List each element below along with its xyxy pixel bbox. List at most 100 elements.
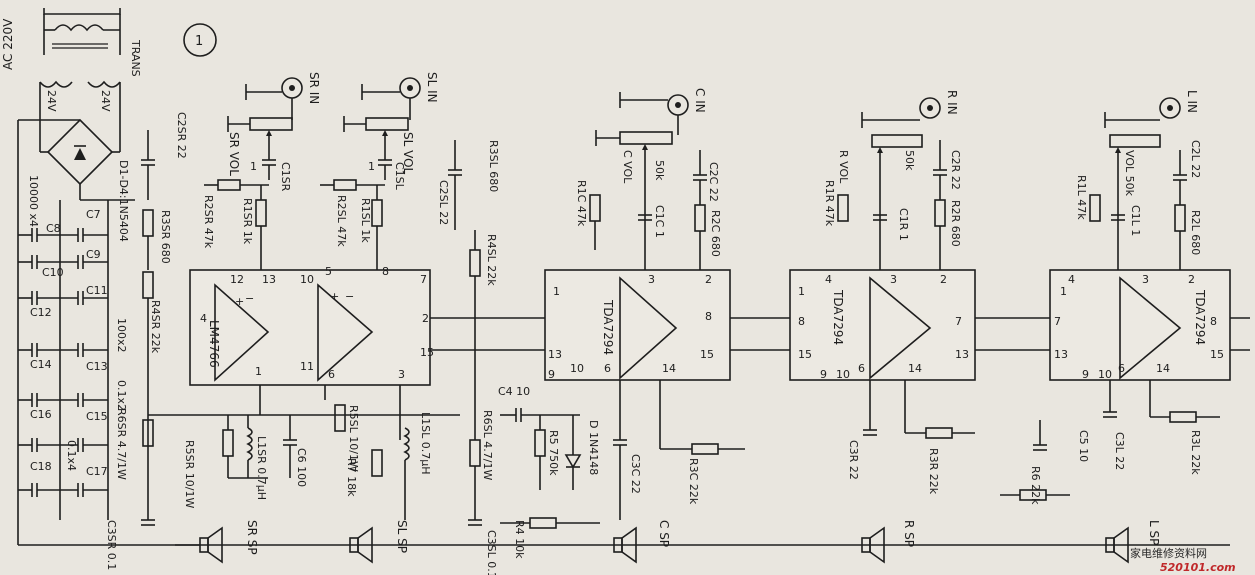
lm-pin-7: 7 (420, 273, 427, 286)
tda7294-right-chip (789, 269, 976, 381)
sr-volume-label: SR VOL (227, 132, 241, 176)
c-volume-label: C VOL (621, 150, 634, 184)
tda-l-pin-2: 2 (1188, 273, 1195, 286)
tda-r-pin-6: 6 (858, 362, 865, 375)
cap-c12-label: C12 (30, 306, 52, 319)
svg-text:−: − (245, 292, 254, 305)
c1c-label: C1C 1 (653, 205, 666, 238)
r1c-label: R1C 47k (575, 180, 588, 227)
cap-c17-label: C17 (86, 465, 108, 478)
sl-speaker-label: SL SP (395, 520, 409, 553)
r6-label: R6 22k (1029, 466, 1042, 505)
tda-right-label: TDA7294 (831, 289, 845, 345)
cap-c13-label: C13 (86, 360, 108, 373)
tda-r-pin-1: 1 (798, 285, 805, 298)
tda-c-pin-15: 15 (700, 348, 714, 361)
lm-pin-6: 6 (328, 368, 335, 381)
sl-volume-label: SL VOL (401, 132, 415, 175)
lm4766-stage: SR IN SL IN SR VOL SL VOL 1 1 C1SR C1SL … (105, 72, 545, 575)
r1sl-label: R1SL 1k (359, 198, 372, 243)
c5-label: C5 10 (1077, 430, 1090, 462)
c1l-label: C1L 1 (1129, 205, 1142, 236)
sr-speaker-label: SR SP (245, 520, 259, 555)
c2r-label: C2R 22 (949, 150, 962, 190)
r4sl-label: R4SL 22k (485, 234, 498, 286)
r3r-label: R3R 22k (927, 448, 940, 495)
r2c-label: R2C 680 (709, 210, 722, 257)
cap-c15-label: C15 (86, 410, 108, 423)
r2sr-label: R2SR 47k (202, 195, 215, 249)
r7-label: R7 18k (345, 458, 358, 497)
sl-input-label: SL IN (425, 72, 439, 103)
l-speaker-label: L SP (1147, 520, 1161, 545)
r2sl-label: R2SL 47k (335, 195, 348, 247)
tda-l-pin-8: 8 (1210, 315, 1217, 328)
c-speaker-label: C SP (657, 520, 671, 547)
cap-c11-label: C11 (86, 284, 108, 297)
tda-r-pin-8: 8 (798, 315, 805, 328)
tda-c-pin-2: 2 (705, 273, 712, 286)
lm-pin-4: 4 (200, 312, 207, 325)
c3c-label: C3C 22 (629, 454, 642, 494)
one-b-label: 1 (368, 160, 375, 173)
l1sr-label: L1SR 0.7μH (255, 436, 268, 500)
cap-c14-label: C14 (30, 358, 52, 371)
watermark-cn: 家电维修资料网 (1130, 546, 1207, 560)
r4-label: R4 10k (513, 520, 526, 559)
cap-c18-label: C18 (30, 460, 52, 473)
r6sl-label: R6SL 4.7/1W (481, 410, 494, 480)
cap-small2-label: 0.1x2 (115, 380, 128, 411)
lm-pin-11: 11 (300, 360, 314, 373)
tda-c-pin-14: 14 (662, 362, 676, 375)
lm-pin-2: 2 (422, 312, 429, 325)
svg-text:−: − (345, 290, 354, 303)
lm-pin-8: 8 (382, 265, 389, 278)
tda-l-pin-10: 10 (1098, 368, 1112, 381)
cap-c8-label: C8 (46, 222, 61, 235)
cap-c16-label: C16 (30, 408, 52, 421)
l-volume-value: VOL 50k (1123, 150, 1136, 197)
c1sr-label: C1SR (279, 162, 292, 192)
c2c-label: C2C 22 (707, 162, 720, 202)
lm-pin-15: 15 (420, 346, 434, 359)
cap-small3-label: 0.1x4 (65, 440, 78, 471)
r-input-label: R IN (945, 90, 959, 115)
c2sr-label: C2SR 22 (175, 112, 188, 159)
cap-c7-label: C7 (86, 208, 101, 221)
tda-l-pin-3: 3 (1142, 273, 1149, 286)
c1r-label: C1R 1 (897, 208, 910, 241)
secondary-voltage-2: 24V (99, 90, 112, 112)
r6sr-label: R6SR 4.7/1W (115, 408, 128, 480)
figure-number-circle (183, 23, 217, 57)
power-supply: AC 220V TRANS 24V 24V D1-D4:1N5404 10000… (1, 8, 1230, 546)
tda-c-pin-3: 3 (648, 273, 655, 286)
tda-l-pin-4: 4 (1068, 273, 1075, 286)
r1sr-label: R1SR 1k (241, 198, 254, 245)
c2l-label: C2L 22 (1189, 140, 1202, 178)
watermark-url: 520101.com (1160, 561, 1236, 574)
tda-c-pin-13: 13 (548, 348, 562, 361)
svg-text:+: + (235, 295, 244, 308)
c3sl-label: C3SL 0.1 (485, 530, 498, 575)
transformer-label: TRANS (129, 39, 142, 77)
figure-number: 1 (195, 34, 203, 49)
r3sl-label: R3SL 680 (487, 140, 500, 192)
tda-r-pin-7: 7 (955, 315, 962, 328)
tda-r-pin-13: 13 (955, 348, 969, 361)
lm-pin-12: 12 (230, 273, 244, 286)
l-input-label: L IN (1185, 90, 1199, 113)
c3l-label: C3L 22 (1113, 432, 1126, 470)
tda-c-pin-6: 6 (604, 362, 611, 375)
lm-pin-10: 10 (300, 273, 314, 286)
tda-c-pin-1: 1 (553, 285, 560, 298)
r5sr-label: R5SR 10/1W (183, 440, 196, 508)
tda-r-pin-10: 10 (836, 368, 850, 381)
lm-pin-13: 13 (262, 273, 276, 286)
lm4766-label: LM4766 (207, 320, 221, 368)
c4-label: C4 10 (498, 385, 530, 398)
tda-c-pin-10: 10 (570, 362, 584, 375)
filter-capacitor-ladder (18, 228, 108, 497)
lm-pin-3: 3 (398, 368, 405, 381)
r-volume-value: 50k (903, 150, 916, 171)
